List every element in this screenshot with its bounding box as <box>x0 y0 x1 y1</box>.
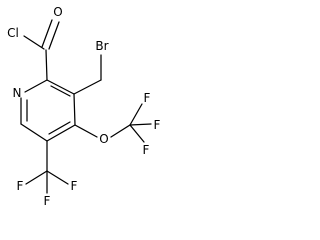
atom-label-f6: F <box>44 194 51 208</box>
atom-label-f5: F <box>71 179 78 193</box>
atom-label-f3: F <box>143 143 150 157</box>
bond-cf3-f-top <box>129 103 143 126</box>
bond-c4-o <box>74 124 98 138</box>
atom-labels: Cl O Br N O F F F F F F <box>7 5 160 208</box>
bond-c4-c5-inner <box>48 121 71 135</box>
atom-label-f4: F <box>17 179 24 193</box>
bond-c3-c4 <box>73 93 76 126</box>
atom-label-o-carbonyl: O <box>53 5 62 19</box>
bond-c3-ch2 <box>73 79 102 95</box>
atom-label-o-ether: O <box>99 132 108 146</box>
bond-c2-c3-inner <box>50 85 71 97</box>
bond-cf3-f-right <box>129 123 152 126</box>
bonds <box>20 19 152 194</box>
chemical-structure: Cl O Br N O F F F F F F <box>7 5 160 208</box>
atom-label-f2: F <box>154 118 161 132</box>
atom-label-cl: Cl <box>7 26 19 40</box>
bond-o-cf3 <box>110 124 131 138</box>
bond-c2-n <box>24 79 48 93</box>
bond-cf3-f-right-low <box>46 170 69 185</box>
bond-c2-c3 <box>46 79 75 95</box>
bond-cf3-f-bottom <box>129 124 145 143</box>
bond-carbonyl-c2 <box>45 49 48 81</box>
bond-cl-carbonyl <box>23 35 45 50</box>
bond-carbonyl-o-second <box>41 19 53 48</box>
bond-c5-c6 <box>20 123 48 142</box>
atom-label-n: N <box>13 86 22 100</box>
bond-carbonyl-o <box>48 21 60 50</box>
bond-c4-c5 <box>46 124 76 142</box>
atom-label-f1: F <box>144 91 151 105</box>
bond-cf3-f-left <box>25 170 48 185</box>
atom-label-br: Br <box>95 39 108 53</box>
